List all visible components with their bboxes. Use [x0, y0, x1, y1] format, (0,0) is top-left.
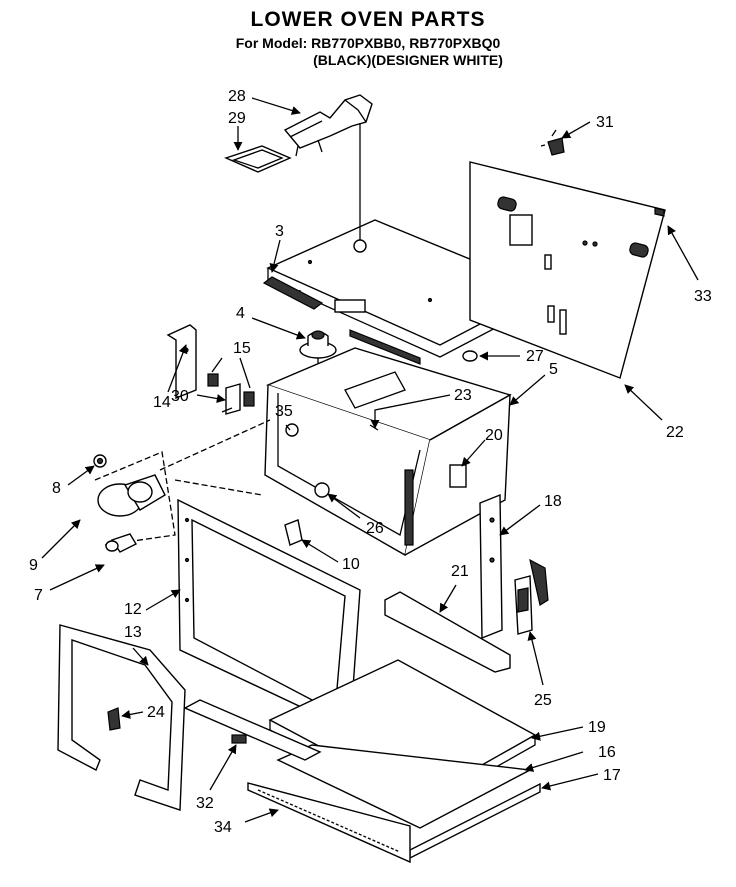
leader-8 [67, 465, 95, 486]
callout-23: 23 [454, 387, 472, 404]
leader-4 [251, 317, 306, 340]
leader-9 [41, 519, 81, 559]
callout-21: 21 [451, 563, 469, 580]
callout-33: 33 [694, 288, 712, 305]
leader-12 [145, 589, 181, 611]
callout-22: 22 [666, 424, 684, 441]
leader-15 [211, 357, 251, 389]
part-terminal [243, 391, 255, 407]
leader-7 [49, 564, 105, 591]
leader-21 [439, 584, 457, 613]
leader-3 [269, 239, 281, 273]
leader-32 [209, 744, 237, 791]
part-small-bracket [284, 519, 303, 546]
leader-19 [531, 726, 584, 741]
leader-33 [667, 225, 699, 281]
leader-14 [167, 344, 188, 393]
callout-28: 28 [228, 88, 246, 105]
diagram-title: LOWER OVEN PARTS [250, 8, 486, 31]
part-vent-duct [283, 94, 373, 157]
part-hinge-bracket [479, 493, 503, 640]
callout-24: 24 [147, 704, 165, 721]
callout-15: 15 [233, 340, 251, 357]
part-door-hinge [514, 558, 549, 635]
callout-32: 32 [196, 795, 214, 812]
leader-23 [370, 394, 451, 429]
part-clip [654, 207, 665, 217]
callout-29: 29 [228, 110, 246, 127]
part-vent-strip [183, 699, 322, 761]
callout-12: 12 [124, 601, 142, 618]
callout-20: 20 [485, 427, 503, 444]
leader-5 [509, 374, 546, 406]
part-light-assembly [93, 451, 176, 553]
leader-13 [132, 647, 149, 666]
part-fan-motor [299, 330, 337, 378]
callout-7: 7 [34, 587, 43, 604]
callout-31: 31 [596, 114, 614, 131]
leader-20 [461, 439, 486, 467]
variant-line: (BLACK)(DESIGNER WHITE) [313, 52, 503, 68]
callout-27: 27 [526, 348, 544, 365]
part-plug [462, 350, 478, 362]
leader-10 [301, 539, 339, 563]
leader-34 [244, 808, 279, 823]
leader-22 [624, 384, 663, 421]
callout-8: 8 [52, 480, 61, 497]
callout-9: 9 [29, 557, 38, 574]
leader-18 [499, 504, 541, 536]
callout-17: 17 [603, 767, 621, 784]
callout-18: 18 [544, 493, 562, 510]
callout-3: 3 [275, 223, 284, 240]
part-oven-cavity [264, 347, 512, 557]
leader-35 [285, 424, 291, 431]
model-line: For Model: RB770PXBB0, RB770PXBQ0 [235, 35, 501, 51]
callout-19: 19 [588, 719, 606, 736]
callout-5: 5 [549, 361, 558, 378]
part-vent-cover [224, 145, 292, 173]
callout-14: 14 [153, 394, 171, 411]
callout-10: 10 [342, 556, 360, 573]
part-light-switch [221, 383, 241, 415]
callout-16: 16 [598, 744, 616, 761]
callout-34: 34 [214, 819, 232, 836]
part-light-socket [207, 373, 219, 387]
part-gasket-clip [107, 707, 121, 731]
leader-28 [251, 97, 301, 115]
leader-17 [541, 773, 599, 791]
callout-4: 4 [236, 305, 245, 322]
leader-16 [524, 751, 584, 772]
part-thermal-switch [540, 129, 565, 156]
part-back-panel [469, 161, 666, 379]
part-kick-panel [247, 782, 411, 864]
callout-30: 30 [171, 388, 189, 405]
callout-35: 35 [275, 403, 293, 420]
part-door-gasket [57, 624, 186, 811]
leader-24 [121, 709, 144, 719]
part-side-rail [384, 591, 511, 673]
callout-26: 26 [366, 520, 384, 537]
leader-25 [527, 631, 544, 686]
leader-26 [327, 493, 361, 519]
callout-13: 13 [124, 624, 142, 641]
leader-30 [196, 394, 226, 404]
leader-31 [561, 121, 591, 139]
callout-25: 25 [534, 692, 552, 709]
